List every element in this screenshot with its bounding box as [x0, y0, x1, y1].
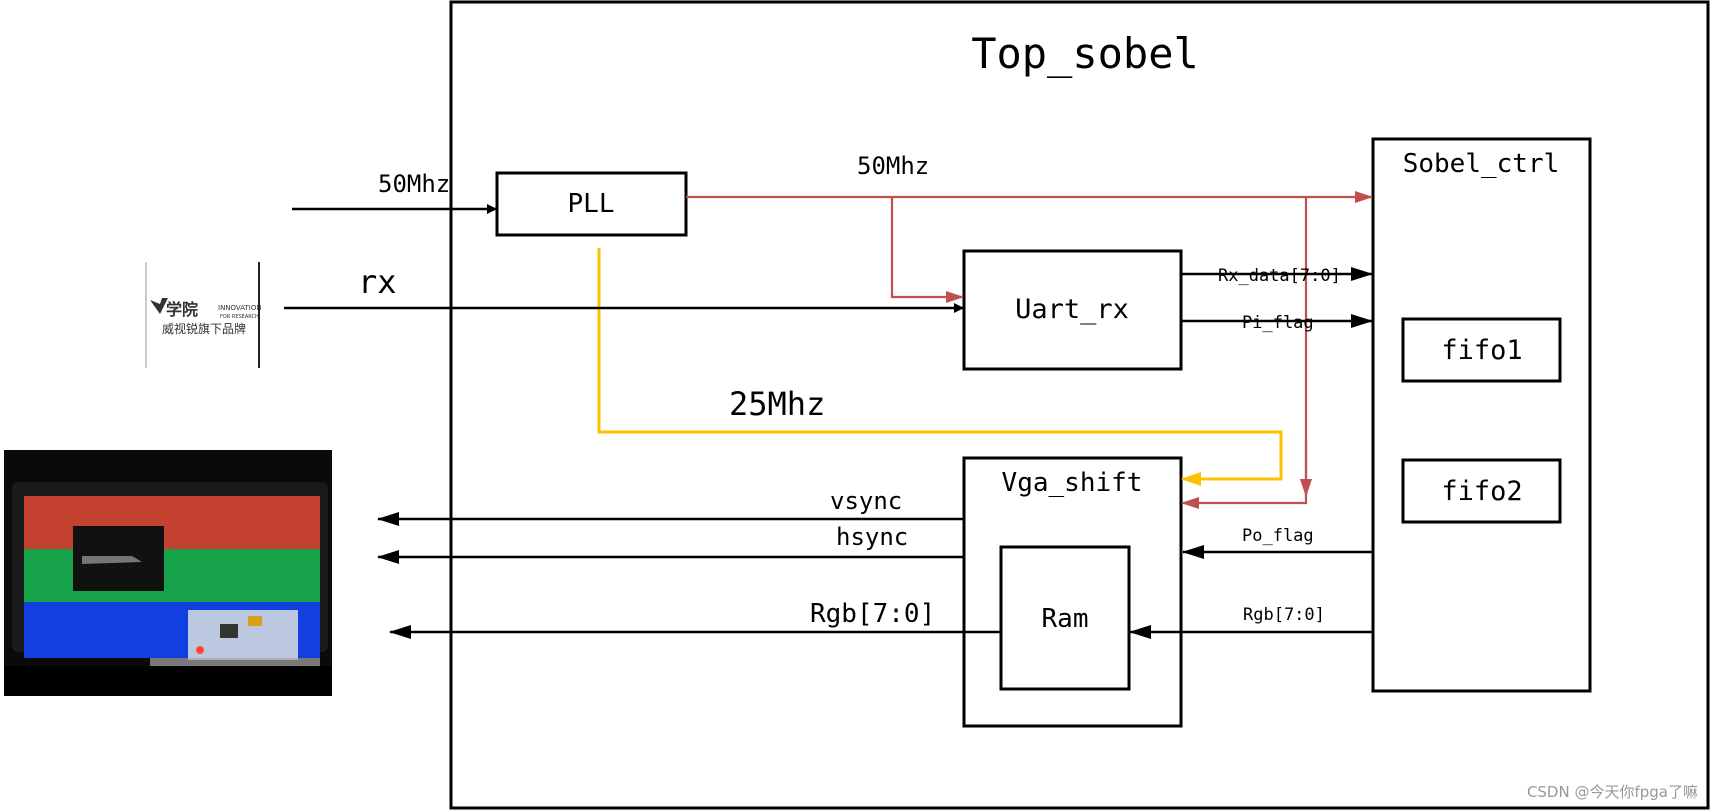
rx-data-label: Rx_data[7:0] — [1218, 266, 1341, 286]
clk-25-wire — [597, 248, 1283, 486]
fifo1-block — [1401, 317, 1562, 383]
fpga-board — [188, 610, 298, 660]
pll-block — [495, 171, 688, 237]
logo-tagline: 威视锐旗下品牌 — [162, 321, 246, 336]
rgb-out-label: Rgb[7:0] — [810, 599, 935, 629]
ram-block — [999, 545, 1131, 691]
sobel-ctrl-label: Sobel_ctrl — [1403, 149, 1560, 179]
clk-50-wire-vga — [1181, 197, 1308, 509]
fifo2-label: fifo2 — [1441, 476, 1522, 507]
rx-label: rx — [358, 263, 397, 301]
uart-rx-label: Uart_rx — [1015, 294, 1129, 325]
fifo1-label: fifo1 — [1441, 335, 1522, 366]
rgb-in-label: Rgb[7:0] — [1243, 605, 1325, 625]
v-mark-icon — [150, 298, 168, 314]
pll-label: PLL — [568, 189, 615, 219]
sobel-ctrl-block — [1371, 137, 1592, 693]
top-sobel-frame — [449, 0, 1710, 810]
logo-name: 学院 — [166, 300, 198, 319]
fifo2-block — [1401, 458, 1562, 524]
hsync-label: hsync — [836, 523, 908, 551]
diagram-title: Top_sobel — [971, 29, 1199, 78]
vsync-label: vsync — [830, 487, 902, 515]
logo-badge-sub: FOR RESEARCH — [220, 314, 259, 320]
monitor-photo — [4, 450, 332, 696]
po-flag-label: Po_flag — [1242, 526, 1314, 546]
ram-label: Ram — [1042, 604, 1089, 634]
brand-logo: 学院 INNOVATION FOR RESEARCH 威视锐旗下品牌 — [145, 262, 262, 368]
clk-in-label: 50Mhz — [378, 170, 450, 198]
csdn-watermark: CSDN @今天你fpga了嘛 — [1527, 783, 1698, 801]
uart-rx-block — [962, 249, 1183, 371]
vga-shift-label: Vga_shift — [1002, 468, 1143, 498]
clk-50-wire-uart — [890, 197, 964, 303]
logo-badge: INNOVATION — [218, 304, 262, 312]
clk-25-label: 25Mhz — [729, 385, 825, 423]
pi-flag-label: Pi_flag — [1242, 313, 1314, 333]
clk-50-label: 50Mhz — [857, 152, 929, 180]
